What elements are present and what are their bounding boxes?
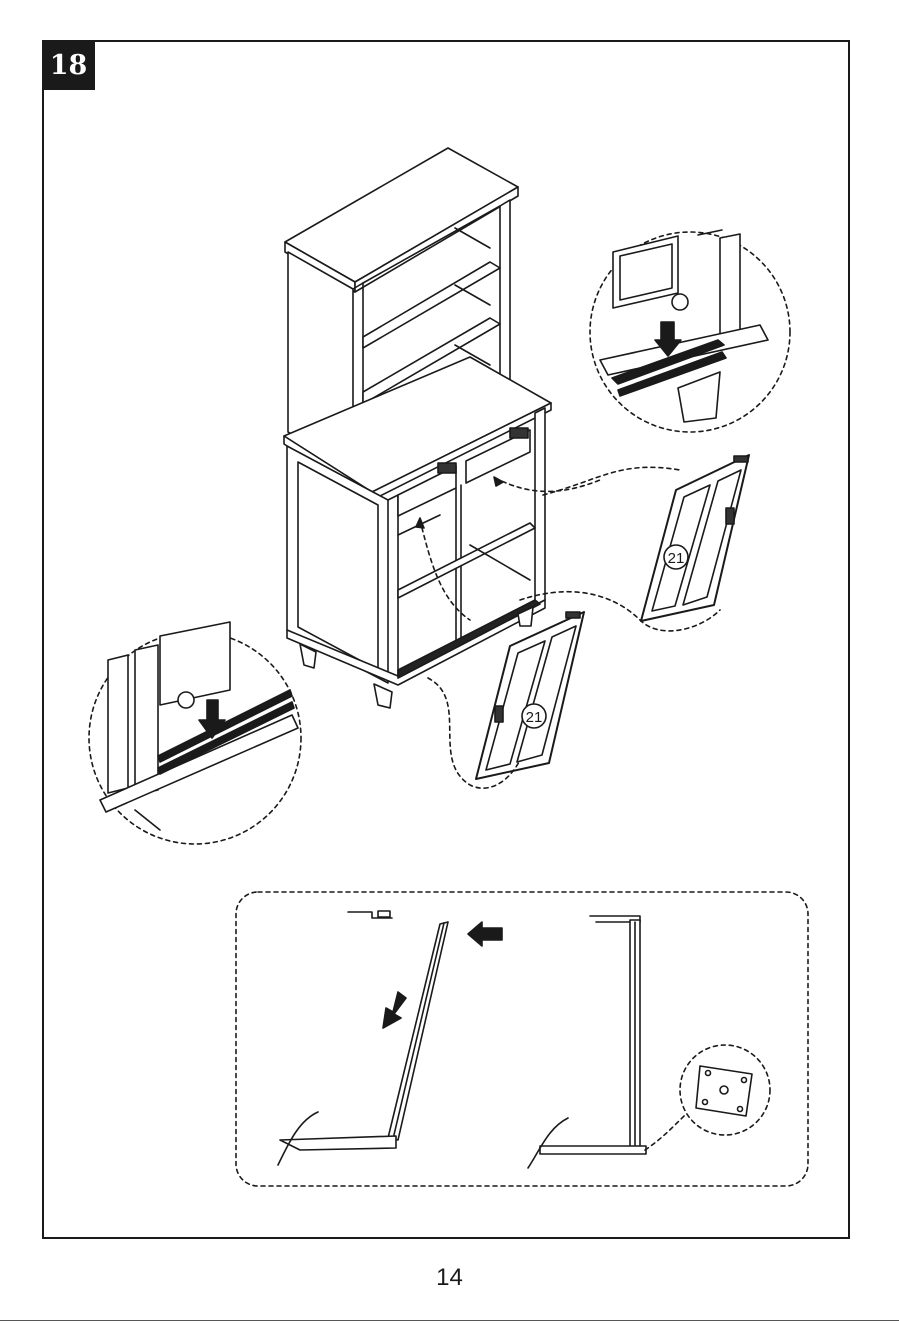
part-label-right: 21 xyxy=(668,550,685,567)
installation-detail-box xyxy=(236,892,808,1186)
insertion-arrows xyxy=(420,478,600,620)
left-arrow-icon xyxy=(468,922,502,946)
page-number: 14 xyxy=(0,1264,899,1292)
part-label-left: 21 xyxy=(526,709,543,726)
bottom-divider xyxy=(0,1320,899,1321)
arrow-head xyxy=(494,477,503,486)
sliding-door-left xyxy=(476,612,584,779)
sliding-door-right xyxy=(641,455,749,621)
arrow-head xyxy=(416,518,424,528)
detail-circle-bottom-left xyxy=(89,622,301,844)
detail-circle-top-right xyxy=(590,230,790,432)
down-left-arrow-icon xyxy=(383,992,406,1028)
